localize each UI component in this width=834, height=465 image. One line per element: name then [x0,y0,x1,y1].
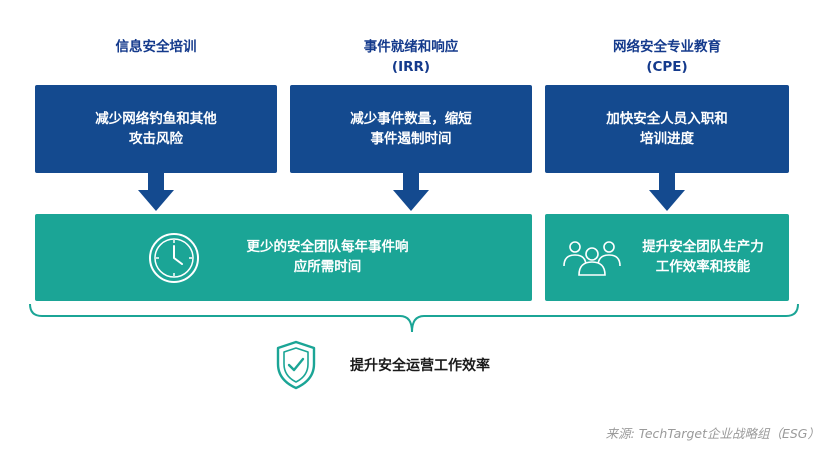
benefit-box-cpe: 加快安全人员入职和 培训进度 [545,85,789,173]
column-title-line: (CPE) [646,59,688,75]
outcome-box-response-time: 更少的安全团队每年事件响 应所需时间 [35,214,532,301]
benefit-box-training: 减少网络钓鱼和其他 攻击风险 [35,85,277,173]
outcome-line: 应所需时间 [293,259,362,275]
column-title-irr: 事件就绪和响应 (IRR) [290,37,532,77]
result-text: 提升安全运营工作效率 [350,358,490,374]
outcome-line: 工作效率和技能 [655,259,751,275]
column-title-line: (IRR) [391,59,431,75]
outcome-box-productivity: 提升安全团队生产力 工作效率和技能 [545,214,789,301]
column-title-training: 信息安全培训 [35,37,277,57]
column-title-line: 事件就绪和响应 [363,39,459,55]
outcome-line: 提升安全团队生产力 [642,239,764,255]
outcome-text-productivity: 提升安全团队生产力 工作效率和技能 [627,237,779,277]
benefit-box-line: 加快安全人员入职和 [606,111,728,127]
benefit-box-line: 减少网络钓鱼和其他 [95,111,217,127]
outcome-line: 更少的安全团队每年事件响 [246,239,409,255]
column-title-line: 网络安全专业教育 [613,39,721,55]
benefit-box-line: 事件遏制时间 [370,131,452,147]
column-title-line: 信息安全培训 [115,39,197,55]
source-note: 来源: TechTarget企业战略组（ESG） [605,426,820,441]
summary-bracket [29,303,799,333]
benefit-box-line: 培训进度 [640,131,694,147]
down-arrow-icon [138,173,174,211]
down-arrow-icon [393,173,429,211]
column-title-cpe: 网络安全专业教育 (CPE) [545,37,789,77]
down-arrow-icon [649,173,685,211]
benefit-box-irr: 减少事件数量，缩短 事件遏制时间 [290,85,532,173]
benefit-box-line: 攻击风险 [129,131,183,147]
outcome-text-response-time: 更少的安全团队每年事件响 应所需时间 [215,237,440,277]
team-icon [563,241,621,276]
shield-check-icon [276,340,316,390]
clock-icon [149,233,199,283]
benefit-box-line: 减少事件数量，缩短 [350,111,472,127]
